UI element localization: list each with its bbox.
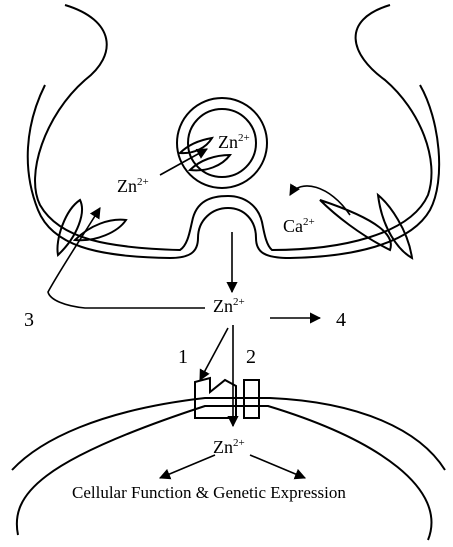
arrow-to-function-left bbox=[158, 454, 216, 480]
calcium-channel-right-half bbox=[376, 192, 414, 260]
arrow-zn-into-vesicle bbox=[159, 148, 208, 176]
zinc-transporter-left-outer bbox=[56, 198, 83, 257]
postsynaptic-receptor bbox=[194, 376, 237, 419]
calcium-channel-left-half bbox=[319, 199, 392, 252]
postsynaptic-membrane-inner bbox=[15, 405, 433, 541]
synaptic-vesicle-inner bbox=[187, 108, 257, 178]
label-zn-vesicle: Zn2+ bbox=[218, 132, 250, 152]
presynaptic-membrane-outer bbox=[34, 4, 433, 252]
label-zn-cytosol: Zn2+ bbox=[117, 176, 149, 196]
label-ca: Ca2+ bbox=[283, 216, 315, 236]
zinc-transporter-left-inner bbox=[72, 218, 128, 242]
caption-cellular-function: Cellular Function & Genetic Expression bbox=[72, 483, 346, 502]
postsynaptic-membrane-outer bbox=[11, 397, 446, 471]
label-zn-cleft: Zn2+ bbox=[213, 296, 245, 316]
label-zn-postsynaptic: Zn2+ bbox=[213, 437, 245, 457]
vesicle-transporter-lower bbox=[187, 153, 232, 172]
label-path-1: 1 bbox=[178, 346, 188, 368]
arrow-reuptake bbox=[47, 207, 205, 309]
presynaptic-membrane-inner bbox=[26, 84, 441, 260]
arrow-1 bbox=[199, 327, 229, 381]
arrow-ca-influx bbox=[289, 183, 351, 216]
arrow-to-function-right bbox=[249, 454, 307, 480]
vesicle-transporter-upper bbox=[177, 136, 214, 155]
label-path-4: 4 bbox=[336, 309, 346, 331]
label-path-2: 2 bbox=[246, 346, 256, 368]
label-path-3: 3 bbox=[24, 309, 34, 331]
postsynaptic-channel bbox=[243, 379, 260, 419]
synaptic-vesicle-outer bbox=[176, 97, 268, 189]
